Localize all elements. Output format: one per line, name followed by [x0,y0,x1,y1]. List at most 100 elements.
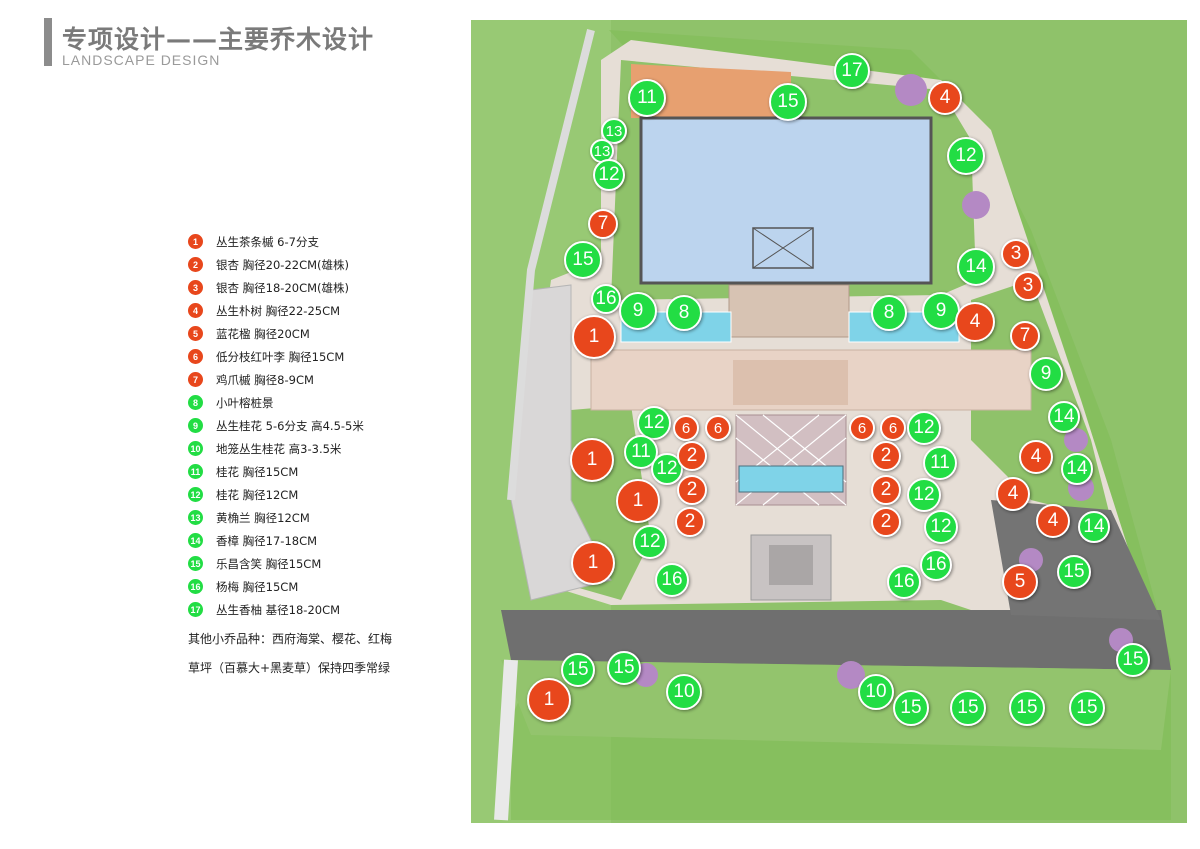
tree-marker: 9 [1029,357,1063,391]
tree-marker: 15 [893,690,929,726]
tree-marker: 6 [673,415,699,441]
legend-label: 乐昌含笑 胸径15CM [216,556,322,571]
tree-marker: 12 [593,159,625,191]
legend-number-badge: 4 [188,303,203,318]
tree-marker: 17 [834,53,870,89]
legend-label: 丛生桂花 5-6分支 高4.5-5米 [216,418,364,433]
tree-marker: 1 [527,678,571,722]
tree-marker: 2 [871,507,901,537]
tree-marker: 16 [591,284,621,314]
tree-marker: 4 [955,302,995,342]
tree-marker: 10 [858,674,894,710]
tree-marker: 6 [880,415,906,441]
tree-marker: 1 [572,315,616,359]
entrance-plaza [728,284,850,338]
tree-marker: 9 [619,292,657,330]
legend-number-badge: 16 [188,579,203,594]
legend-item: 4 丛生朴树 胸径22-25CM [188,299,453,322]
tree-marker: 7 [588,209,618,239]
tree-marker: 5 [1002,564,1038,600]
legend-label: 杨梅 胸径15CM [216,579,299,594]
tree-marker: 12 [907,478,941,512]
legend-number-badge: 17 [188,602,203,617]
legend-label: 低分枝红叶李 胸径15CM [216,349,345,364]
legend-item: 9 丛生桂花 5-6分支 高4.5-5米 [188,414,453,437]
hall-line-b [752,227,814,269]
access-road [501,610,1171,670]
tree-marker: 15 [564,241,602,279]
south-entry-inner [769,545,813,585]
tree-marker: 4 [1036,504,1070,538]
tree-marker: 14 [1078,511,1110,543]
tree-marker: 15 [950,690,986,726]
tree-marker: 15 [561,653,595,687]
south-path [494,659,518,821]
legend-label: 桂花 胸径15CM [216,464,299,479]
playground [631,64,791,120]
tree-marker: 15 [1069,690,1105,726]
tree-marker: 12 [633,525,667,559]
tree-marker: 14 [957,248,995,286]
reflecting-pool [738,465,844,493]
title-accent-bar [44,18,52,66]
legend-item: 16 杨梅 胸径15CM [188,575,453,598]
tree-marker: 12 [924,510,958,544]
shrub [895,74,927,106]
other-species-note: 其他小乔品种：西府海棠、樱花、红梅 [188,632,393,646]
tree-marker: 4 [996,477,1030,511]
tree-marker: 3 [1001,239,1031,269]
tree-marker: 6 [705,415,731,441]
main-building [639,116,933,285]
tree-marker: 15 [1009,690,1045,726]
legend-item: 11 桂花 胸径15CM [188,460,453,483]
building-hall [752,227,814,269]
tree-marker: 11 [923,446,957,480]
legend-item: 7 鸡爪槭 胸径8-9CM [188,368,453,391]
tree-marker: 6 [849,415,875,441]
legend-label: 鸡爪槭 胸径8-9CM [216,372,314,387]
tree-marker: 2 [675,507,705,537]
tree-marker: 14 [1048,401,1080,433]
tree-marker: 2 [677,475,707,505]
tree-marker: 1 [570,438,614,482]
tree-marker: 2 [677,441,707,471]
tree-marker: 15 [769,83,807,121]
legend-label: 地笼丛生桂花 高3-3.5米 [216,441,342,456]
shrub [962,191,990,219]
tree-marker: 2 [871,441,901,471]
legend-label: 黄桷兰 胸径12CM [216,510,310,525]
legend-number-badge: 15 [188,556,203,571]
legend-label: 丛生茶条槭 6-7分支 [216,234,319,249]
page-title: 专项设计——主要乔木设计 [62,25,375,54]
tree-marker: 8 [871,295,907,331]
legend-label: 丛生朴树 胸径22-25CM [216,303,341,318]
west-edge-path [507,29,595,501]
legend-number-badge: 11 [188,464,203,479]
legend-label: 香樟 胸径17-18CM [216,533,318,548]
legend-number-badge: 7 [188,372,203,387]
shrub [837,661,865,689]
tree-marker: 11 [628,79,666,117]
legend-number-badge: 12 [188,487,203,502]
tree-marker: 16 [887,565,921,599]
legend-item: 15 乐昌含笑 胸径15CM [188,552,453,575]
legend-number-badge: 9 [188,418,203,433]
legend-number-badge: 8 [188,395,203,410]
page-subtitle: LANDSCAPE DESIGN [62,52,221,68]
legend-label: 蓝花楹 胸径20CM [216,326,310,341]
legend-label: 银杏 胸径20-22CM(雄株) [216,257,349,272]
tree-marker: 14 [1061,453,1093,485]
tree-marker: 4 [928,81,962,115]
shrub [1064,428,1088,452]
tree-marker: 12 [947,137,985,175]
